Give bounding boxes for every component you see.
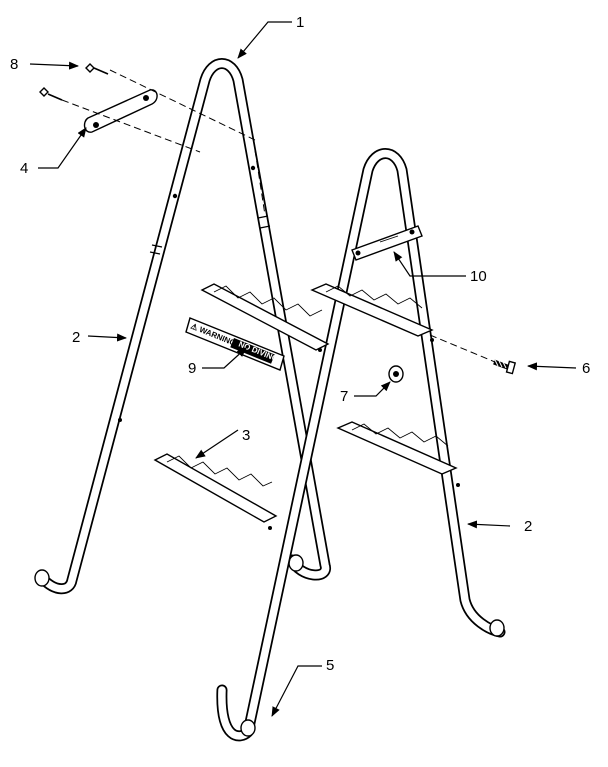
step-lower-front	[336, 421, 458, 475]
bolt	[493, 359, 517, 375]
top-bracket	[351, 225, 423, 261]
front-frame	[216, 148, 506, 742]
lock-nut	[388, 365, 404, 383]
step-lower-back	[153, 453, 278, 523]
callout-8: 8	[10, 56, 18, 73]
step-upper-back	[200, 283, 330, 351]
step-upper-front	[310, 283, 434, 337]
callout-1: 1	[296, 14, 304, 31]
callout-2-right: 2	[524, 518, 532, 535]
back-frame	[34, 58, 331, 595]
callout-4: 4	[20, 160, 28, 177]
callout-3: 3	[242, 427, 250, 444]
callout-5: 5	[326, 657, 334, 674]
assembly-lines	[61, 69, 496, 363]
brace-plate	[83, 89, 158, 133]
callout-7: 7	[340, 388, 348, 405]
callout-2-left: 2	[72, 329, 80, 346]
callout-leaders	[29, 21, 577, 717]
callout-9: 9	[188, 360, 196, 377]
callout-6: 6	[582, 360, 590, 377]
callout-10: 10	[470, 268, 487, 285]
screw-set	[39, 63, 109, 101]
